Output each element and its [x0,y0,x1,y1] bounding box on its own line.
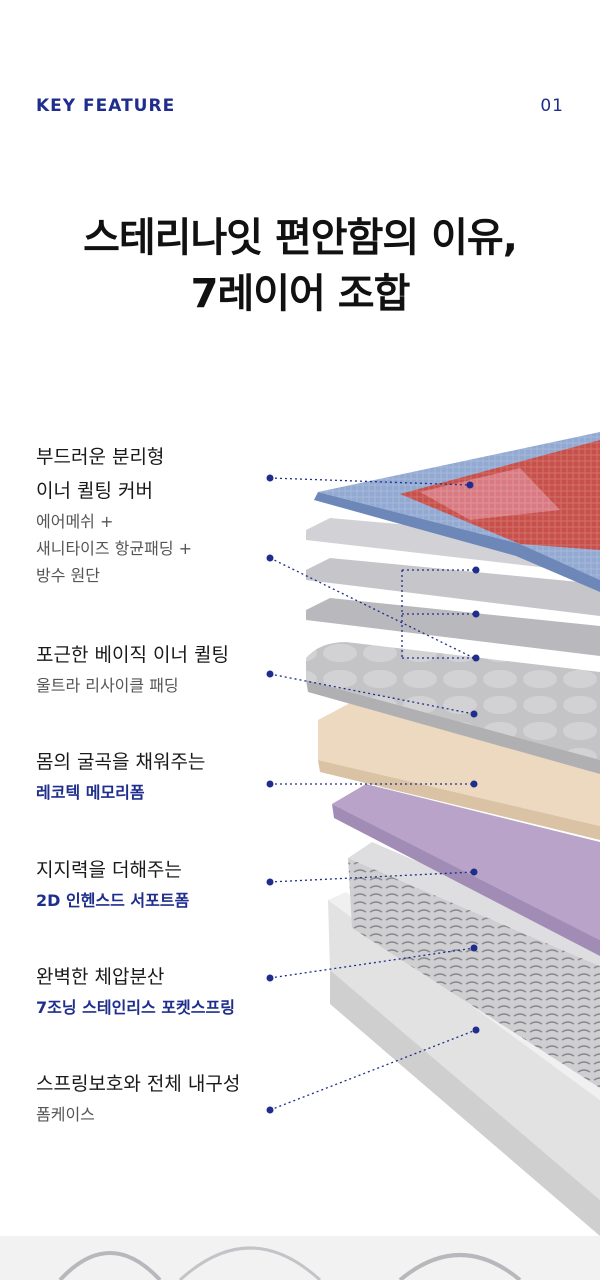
marker [472,1026,480,1034]
title-line-1: 스테리나잇 편안함의 이유, [83,215,518,261]
title-line-2: 7레이어 조합 [190,271,411,317]
marker [266,670,274,678]
feature-foam-casing: 스프링보호와 전체 내구성 폼케이스 [36,1067,240,1128]
feature-subtext: 에어메쉬 + [36,512,114,531]
mattress-layers-illustration [266,432,600,1236]
leader-support [269,871,475,883]
leader-sanitize [269,557,479,661]
marker [472,610,480,618]
leader-casing [269,1029,477,1111]
feature-number: 01 [540,96,564,116]
marker [470,944,478,952]
feature-subtext: 7조닝 스테인리스 포켓스프링 [36,998,235,1017]
feature-inner-quilting: 포근한 베이직 이너 퀼팅 울트라 리사이클 패딩 [36,638,229,699]
next-section-preview [0,1236,600,1280]
feature-inner-cover: 부드러운 분리형 이너 퀼팅 커버 에어메쉬 + 새니타이즈 항균패딩 + 방수… [36,440,192,589]
key-feature-label: KEY FEATURE [36,96,176,116]
feature-heading: 부드러운 분리형 [36,446,165,468]
marker [266,554,274,562]
feature-subtext: 레코텍 메모리폼 [36,783,145,802]
feature-subtext: 방수 원단 [36,566,100,585]
marker [266,878,274,886]
layer-inner-quilting [306,642,600,774]
feature-pocket-spring: 완벽한 체압분산 7조닝 스테인리스 포켓스프링 [36,960,235,1021]
feature-support-foam: 지지력을 더해주는 2D 인헨스드 서포트폼 [36,853,189,914]
marker [266,1106,274,1114]
feature-heading: 지지력을 더해주는 [36,859,182,881]
marker [470,868,478,876]
leader-cover [269,477,471,486]
layer-top-cover [314,432,600,592]
leader-markers [266,474,480,1114]
feature-memory-foam: 몸의 굴곡을 채워주는 레코텍 메모리폼 [36,745,205,806]
spring-wire-decoration [58,1246,522,1280]
marker [266,780,274,788]
feature-subtext: 폼케이스 [36,1105,95,1124]
marker [470,780,478,788]
feature-heading: 스프링보호와 전체 내구성 [36,1073,241,1095]
feature-subtext: 울트라 리사이클 패딩 [36,676,179,695]
leader-springs [269,947,475,979]
marker [466,481,474,489]
marker [266,974,274,982]
feature-heading: 몸의 굴곡을 채워주는 [36,751,206,773]
feature-heading: 포근한 베이직 이너 퀼팅 [36,644,229,666]
marker [266,474,274,482]
feature-heading: 이너 퀼팅 커버 [36,480,153,502]
layer-support-foam [332,784,600,956]
marker [470,710,478,718]
marker [472,566,480,574]
feature-subtext: 2D 인헨스드 서포트폼 [36,891,190,910]
page-title: 스테리나잇 편안함의 이유, 7레이어 조합 [0,210,600,322]
layer-pocket-springs [348,842,600,1088]
feature-heading: 완벽한 체압분산 [36,966,165,988]
leader-lines [269,477,479,1111]
marker [472,654,480,662]
feature-subtext: 새니타이즈 항균패딩 + [36,539,193,558]
